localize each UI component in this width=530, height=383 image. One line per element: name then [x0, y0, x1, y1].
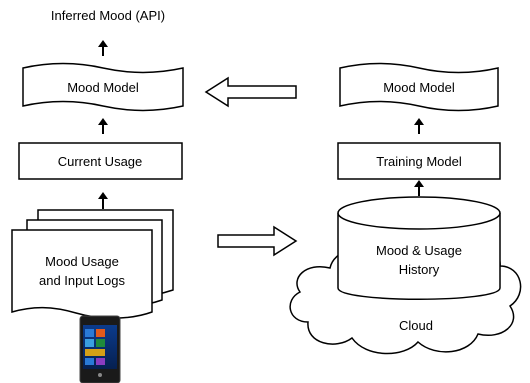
logs-label-line1: Mood Usage [45, 254, 119, 269]
mood-model-left-box [22, 62, 184, 112]
history-label-line1: Mood & Usage [376, 243, 462, 258]
hollow-arrow-right [217, 225, 298, 257]
inferred-mood-label: Inferred Mood (API) [51, 8, 165, 23]
training-model-box [337, 142, 501, 180]
arrow-up-to-training-model [414, 180, 424, 196]
logs-label-line2: and Input Logs [39, 273, 126, 288]
arrow-up-to-mood-model-left [98, 118, 108, 134]
arrow-up-to-current-usage [98, 192, 108, 209]
arrow-up-to-mood-model-right [414, 118, 424, 134]
mood-model-right-label: Mood Model [383, 80, 455, 95]
training-model-label: Training Model [376, 154, 462, 169]
phone-icon [79, 315, 121, 383]
hollow-arrow-left [204, 76, 297, 108]
history-cylinder [337, 196, 501, 300]
current-usage-label: Current Usage [58, 154, 143, 169]
mood-model-right-box [339, 62, 499, 112]
logs-stack [11, 209, 174, 319]
history-label-line2: History [399, 262, 440, 277]
cloud-label: Cloud [399, 318, 433, 333]
arrow-up-to-api [98, 40, 108, 56]
mood-model-left-label: Mood Model [67, 80, 139, 95]
current-usage-box [18, 142, 183, 180]
